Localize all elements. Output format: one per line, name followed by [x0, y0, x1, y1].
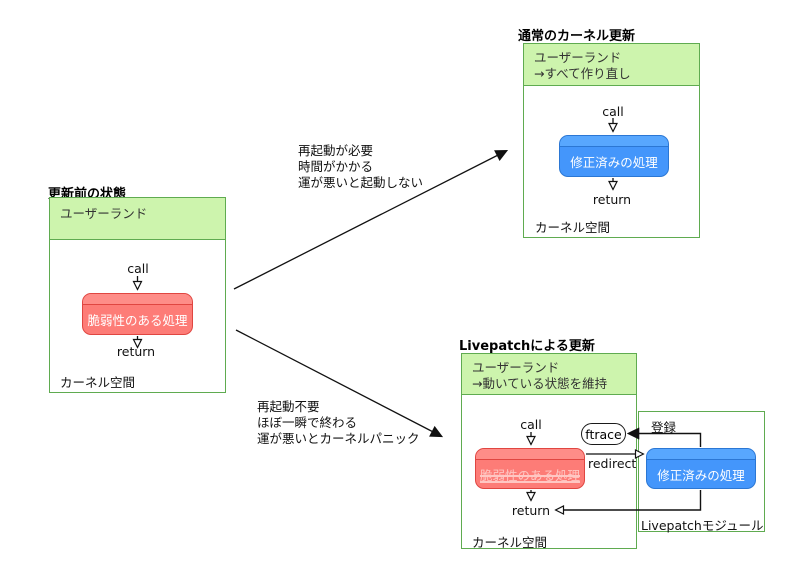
- before-kernel-space-label: カーネル空間: [60, 375, 136, 390]
- before-vulnerable-process-label: 脆弱性のある処理: [87, 313, 188, 328]
- normal-fixed-process-node: 修正済みの処理: [559, 135, 669, 177]
- normal-kernel-space-label: カーネル空間: [535, 220, 611, 235]
- livepatch-fixed-process-label: 修正済みの処理: [657, 467, 745, 483]
- normal-call-label: call: [602, 104, 624, 119]
- node-top-strip: [83, 294, 192, 305]
- before-vulnerable-process-node: 脆弱性のある処理: [82, 293, 193, 335]
- livepatch-module-box: [638, 411, 765, 532]
- node-top-strip: [476, 449, 584, 460]
- annotation-to-livepatch: 再起動不要 ほぼ一瞬で終わる 運が悪いとカーネルパニック: [257, 399, 420, 446]
- livepatch-return-label: return: [511, 503, 551, 518]
- livepatch-vulnerable-process-label: 脆弱性のある処理: [479, 467, 580, 483]
- normal-fixed-process-label: 修正済みの処理: [570, 155, 658, 170]
- livepatch-userland-header: ユーザーランド →動いている状態を維持: [462, 354, 636, 395]
- livepatch-module-label: Livepatchモジュール: [641, 518, 764, 533]
- annotation-to-normal: 再起動が必要 時間がかかる 運が悪いと起動しない: [298, 143, 424, 190]
- before-userland-header: ユーザーランド: [50, 198, 225, 240]
- before-call-label: call: [127, 261, 149, 276]
- node-top-strip: [647, 449, 755, 460]
- redirect-label: redirect: [588, 456, 637, 471]
- livepatch-kernel-space-label: カーネル空間: [472, 535, 548, 550]
- ftrace-node: ftrace: [581, 423, 626, 445]
- livepatch-title: Livepatchによる更新: [459, 339, 595, 354]
- node-top-strip: [560, 136, 668, 147]
- normal-userland-header: ユーザーランド →すべて作り直し: [524, 44, 699, 86]
- livepatch-vulnerable-process-node: 脆弱性のある処理: [475, 448, 585, 489]
- ftrace-label: ftrace: [585, 426, 622, 442]
- normal-return-label: return: [592, 192, 632, 207]
- register-label: 登録: [651, 420, 677, 435]
- before-return-label: return: [116, 344, 156, 359]
- normal-title: 通常のカーネル更新: [518, 29, 636, 44]
- livepatch-call-label: call: [520, 417, 542, 432]
- livepatch-fixed-process-node: 修正済みの処理: [646, 448, 756, 489]
